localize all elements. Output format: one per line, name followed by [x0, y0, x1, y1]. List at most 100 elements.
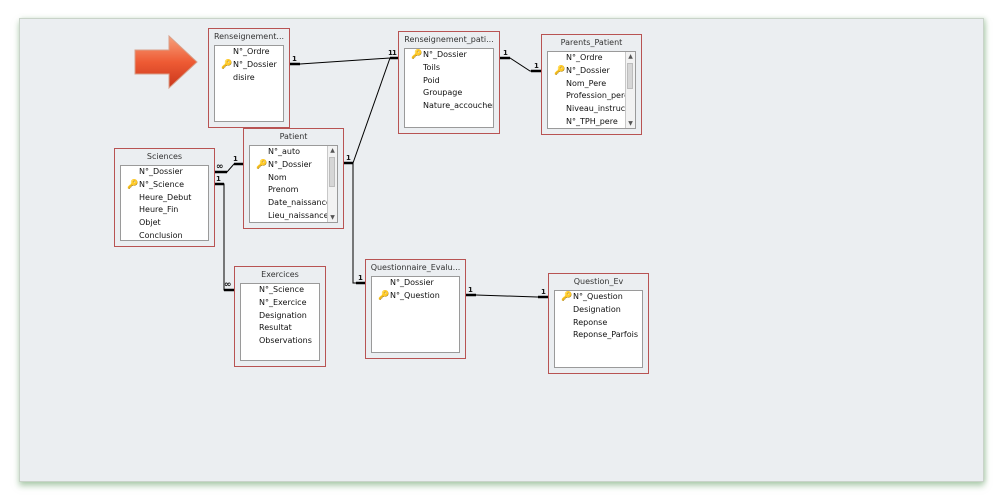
field-row[interactable]: Nom: [250, 172, 337, 185]
rel-label-1a: 1: [292, 55, 297, 63]
field-label: Poid: [423, 75, 440, 85]
field-label: Niveau_instruct: [566, 104, 629, 114]
rel-label-1b: 1: [388, 49, 393, 57]
scroll-up-icon[interactable]: ▲: [628, 53, 633, 60]
field-row[interactable]: N°_Ordre: [548, 52, 635, 65]
field-list[interactable]: N°_Dossier 🔑N°_Question: [371, 276, 460, 353]
field-row[interactable]: 🔑N°_Science: [121, 179, 208, 192]
field-label: Reponse_Parfois: [573, 330, 639, 340]
table-title[interactable]: Patient: [279, 132, 308, 141]
table-title[interactable]: Renseignement_pati...: [404, 35, 494, 44]
rel-renseignement-to-renseignement-pati: [290, 57, 398, 65]
field-row[interactable]: Lieu_naissance: [250, 210, 337, 222]
table-questionnaire-evaluation[interactable]: Questionnaire_Evalu... N°_Dossier 🔑N°_Qu…: [365, 259, 466, 359]
scroll-down-icon[interactable]: ▼: [330, 214, 335, 221]
table-title[interactable]: Parents_Patient: [560, 38, 623, 47]
field-list[interactable]: 🔑N°_Question Designation Reponse Reponse…: [554, 290, 643, 368]
field-list[interactable]: N°_Ordre 🔑N°_Dossier Nom_Pere Profession…: [547, 51, 636, 129]
rel-label-5b: ∞: [216, 162, 224, 172]
field-row[interactable]: 🔑N°_Dossier: [250, 159, 337, 172]
scroll-thumb[interactable]: [627, 63, 633, 89]
field-row[interactable]: Groupage: [405, 87, 493, 100]
field-list[interactable]: N°_Science N°_Exercice Designation Resul…: [240, 283, 320, 361]
field-list[interactable]: 🔑N°_Dossier Toils Poid Groupage Nature_a…: [404, 48, 494, 128]
field-row[interactable]: Prenom: [250, 184, 337, 197]
field-row[interactable]: N°_Dossier: [121, 166, 208, 179]
rel-label-6b: ∞: [224, 280, 232, 290]
field-row[interactable]: Heure_Debut: [121, 192, 208, 205]
scrollbar[interactable]: ▲ ▼: [625, 52, 635, 128]
field-list[interactable]: N°_Ordre 🔑N°_Dossier disire: [214, 45, 284, 122]
field-label: Resultat: [259, 323, 292, 333]
field-label: N°_Question: [390, 290, 440, 300]
table-title[interactable]: Renseignement...: [213, 32, 285, 41]
key-icon: 🔑: [127, 179, 139, 190]
table-title[interactable]: Sciences: [146, 152, 183, 161]
table-title[interactable]: Questionnaire_Evalu...: [370, 263, 461, 272]
field-row[interactable]: Toils: [405, 62, 493, 75]
field-label: N°_Dossier: [139, 167, 183, 176]
field-row[interactable]: Reponse: [555, 317, 642, 330]
field-row[interactable]: Nom_Pere: [548, 78, 635, 91]
field-label: Reponse: [573, 317, 608, 327]
scroll-up-icon[interactable]: ▲: [330, 147, 335, 154]
field-row[interactable]: Date_naissance: [250, 197, 337, 210]
field-label: Date_naissance: [268, 198, 331, 208]
field-label: N°_Dossier: [390, 278, 434, 287]
field-row[interactable]: Heure_Fin: [121, 204, 208, 217]
rel-label-1c: 1: [392, 49, 397, 57]
field-row[interactable]: 🔑N°_Dossier: [405, 49, 493, 62]
field-row[interactable]: N°_Science: [241, 284, 319, 297]
field-list[interactable]: N°_Dossier 🔑N°_Science Heure_Debut Heure…: [120, 165, 209, 241]
field-label: Designation: [259, 310, 307, 320]
field-row[interactable]: Poid: [405, 75, 493, 88]
field-label: N°_auto: [268, 147, 300, 156]
field-row[interactable]: Niveau_instruct: [548, 103, 635, 116]
relationships-canvas[interactable]: [19, 18, 984, 482]
field-row[interactable]: disire: [215, 72, 283, 85]
scrollbar[interactable]: ▲ ▼: [327, 146, 337, 222]
field-label: Groupage: [423, 88, 463, 98]
field-label: Conclusion: [139, 230, 183, 240]
field-row[interactable]: Designation: [241, 310, 319, 323]
field-row[interactable]: Designation: [555, 304, 642, 317]
field-row[interactable]: Objet: [121, 217, 208, 230]
field-row[interactable]: Profession_pere: [548, 90, 635, 103]
table-parents-patient[interactable]: Parents_Patient N°_Ordre 🔑N°_Dossier Nom…: [541, 34, 642, 135]
scroll-down-icon[interactable]: ▼: [628, 120, 633, 127]
field-row[interactable]: Resultat: [241, 322, 319, 335]
field-row[interactable]: Conclusion: [121, 230, 208, 240]
field-row[interactable]: 🔑N°_Question: [372, 290, 459, 303]
table-title[interactable]: Question_Ev: [573, 277, 624, 286]
field-label: N°_Question: [573, 292, 623, 301]
field-row[interactable]: N°_auto: [250, 146, 337, 159]
field-row[interactable]: 🔑N°_Dossier: [548, 65, 635, 78]
table-sciences[interactable]: Sciences N°_Dossier 🔑N°_Science Heure_De…: [114, 148, 215, 247]
table-renseignement-pati[interactable]: Renseignement_pati... 🔑N°_Dossier Toils …: [398, 31, 500, 134]
field-row[interactable]: N°_TPH_pere: [548, 116, 635, 128]
scroll-thumb[interactable]: [329, 157, 335, 187]
table-patient[interactable]: Patient N°_auto 🔑N°_Dossier Nom Prenom D…: [243, 128, 344, 229]
field-row[interactable]: N°_Ordre: [215, 46, 283, 59]
table-renseignement[interactable]: Renseignement... N°_Ordre 🔑N°_Dossier di…: [208, 28, 290, 128]
field-label: N°_TPH_pere: [566, 116, 618, 126]
key-icon: 🔑: [221, 59, 233, 70]
field-row[interactable]: 🔑N°_Dossier: [215, 59, 283, 72]
table-exercices[interactable]: Exercices N°_Science N°_Exercice Designa…: [234, 266, 326, 367]
field-row[interactable]: Nature_accouchem: [405, 100, 493, 113]
field-label: Designation: [573, 304, 621, 314]
field-list[interactable]: N°_auto 🔑N°_Dossier Nom Prenom Date_nais…: [249, 145, 338, 223]
table-question-ev[interactable]: Question_Ev 🔑N°_Question Designation Rep…: [548, 273, 649, 374]
table-title[interactable]: Exercices: [261, 270, 299, 279]
field-row[interactable]: 🔑N°_Question: [555, 291, 642, 304]
field-row[interactable]: Reponse_Parfois: [555, 329, 642, 342]
rel-label-2a: 1: [503, 49, 508, 57]
field-row[interactable]: N°_Exercice: [241, 297, 319, 310]
field-row[interactable]: Observations: [241, 335, 319, 348]
field-row[interactable]: N°_Dossier: [372, 277, 459, 290]
field-label: Prenom: [268, 185, 299, 195]
field-label: N°_Ordre: [566, 53, 603, 62]
field-label: N°_Dossier: [423, 50, 467, 59]
arrow-icon: [134, 34, 198, 90]
key-icon: 🔑: [378, 290, 390, 301]
